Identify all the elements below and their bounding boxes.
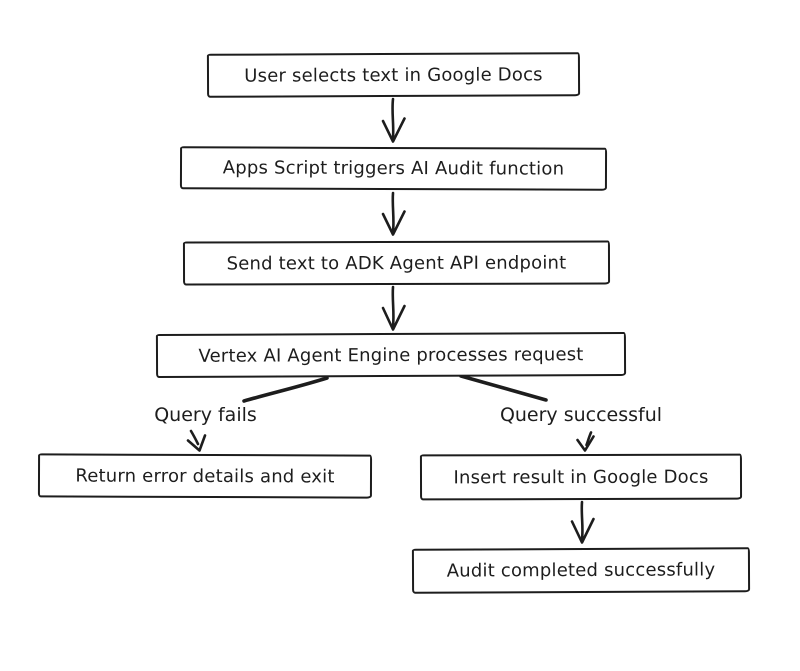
- arrowhead-send-text-to-vertex: [381, 304, 406, 331]
- arrow-insert-to-completed: [580, 500, 584, 541]
- arrowhead-start-to-apps-script: [381, 117, 406, 143]
- node-user-selects-text: User selects text in Google Docs: [206, 52, 581, 98]
- node-audit-completed: Audit completed successfully: [411, 547, 751, 594]
- edge-label-query-successful: Query successful: [499, 404, 663, 426]
- arrow-start-to-apps-script: [391, 97, 395, 140]
- branch-line-query-fails: [242, 376, 329, 403]
- arrow-apps-script-to-send-text: [391, 191, 395, 234]
- node-vertex-ai-processing: Vertex AI Agent Engine processes request: [155, 331, 627, 379]
- arrow-query-fails-to-error: [189, 429, 200, 446]
- arrowhead-insert-to-completed: [570, 517, 595, 544]
- edge-label-query-fails: Query fails: [154, 404, 257, 426]
- node-apps-script-trigger: Apps Script triggers AI Audit function: [179, 146, 608, 191]
- arrow-query-successful-to-insert: [585, 431, 593, 447]
- arrowhead-apps-script-to-send-text: [381, 210, 406, 236]
- node-send-text-adk-endpoint: Send text to ADK Agent API endpoint: [182, 240, 611, 286]
- arrowhead-query-fails-to-error: [186, 434, 207, 452]
- node-insert-result-docs: Insert result in Google Docs: [419, 453, 743, 501]
- node-return-error-exit: Return error details and exit: [37, 453, 373, 499]
- arrowhead-query-successful-to-insert: [576, 435, 595, 452]
- arrow-send-text-to-vertex: [391, 285, 395, 328]
- branch-line-query-successful: [459, 374, 548, 402]
